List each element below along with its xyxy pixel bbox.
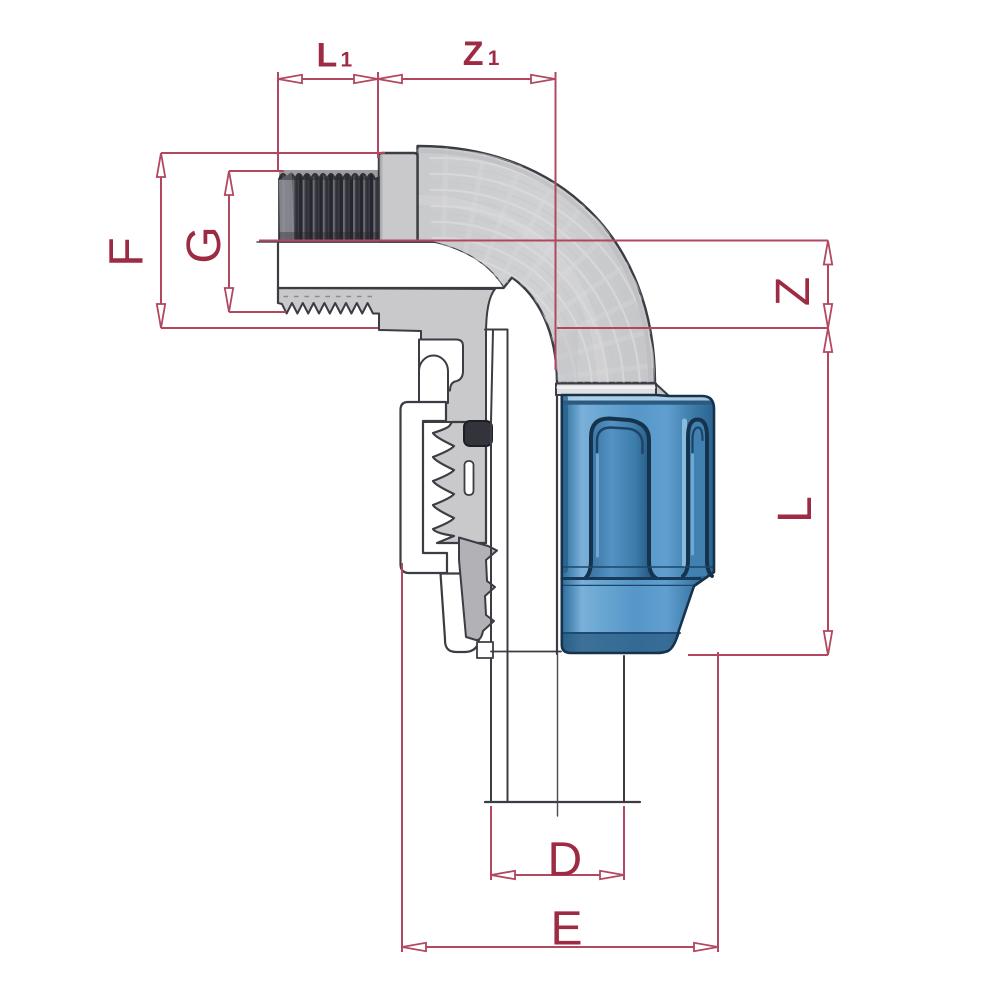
svg-text:F: F (101, 237, 154, 266)
svg-text:D: D (548, 834, 583, 887)
svg-text:1: 1 (488, 47, 500, 70)
svg-text:L: L (317, 36, 338, 74)
svg-text:Z: Z (767, 277, 820, 306)
svg-text:Z: Z (463, 35, 484, 73)
svg-text:E: E (551, 903, 583, 956)
svg-text:L: L (769, 496, 822, 523)
svg-text:G: G (178, 226, 231, 263)
svg-text:1: 1 (341, 48, 353, 71)
